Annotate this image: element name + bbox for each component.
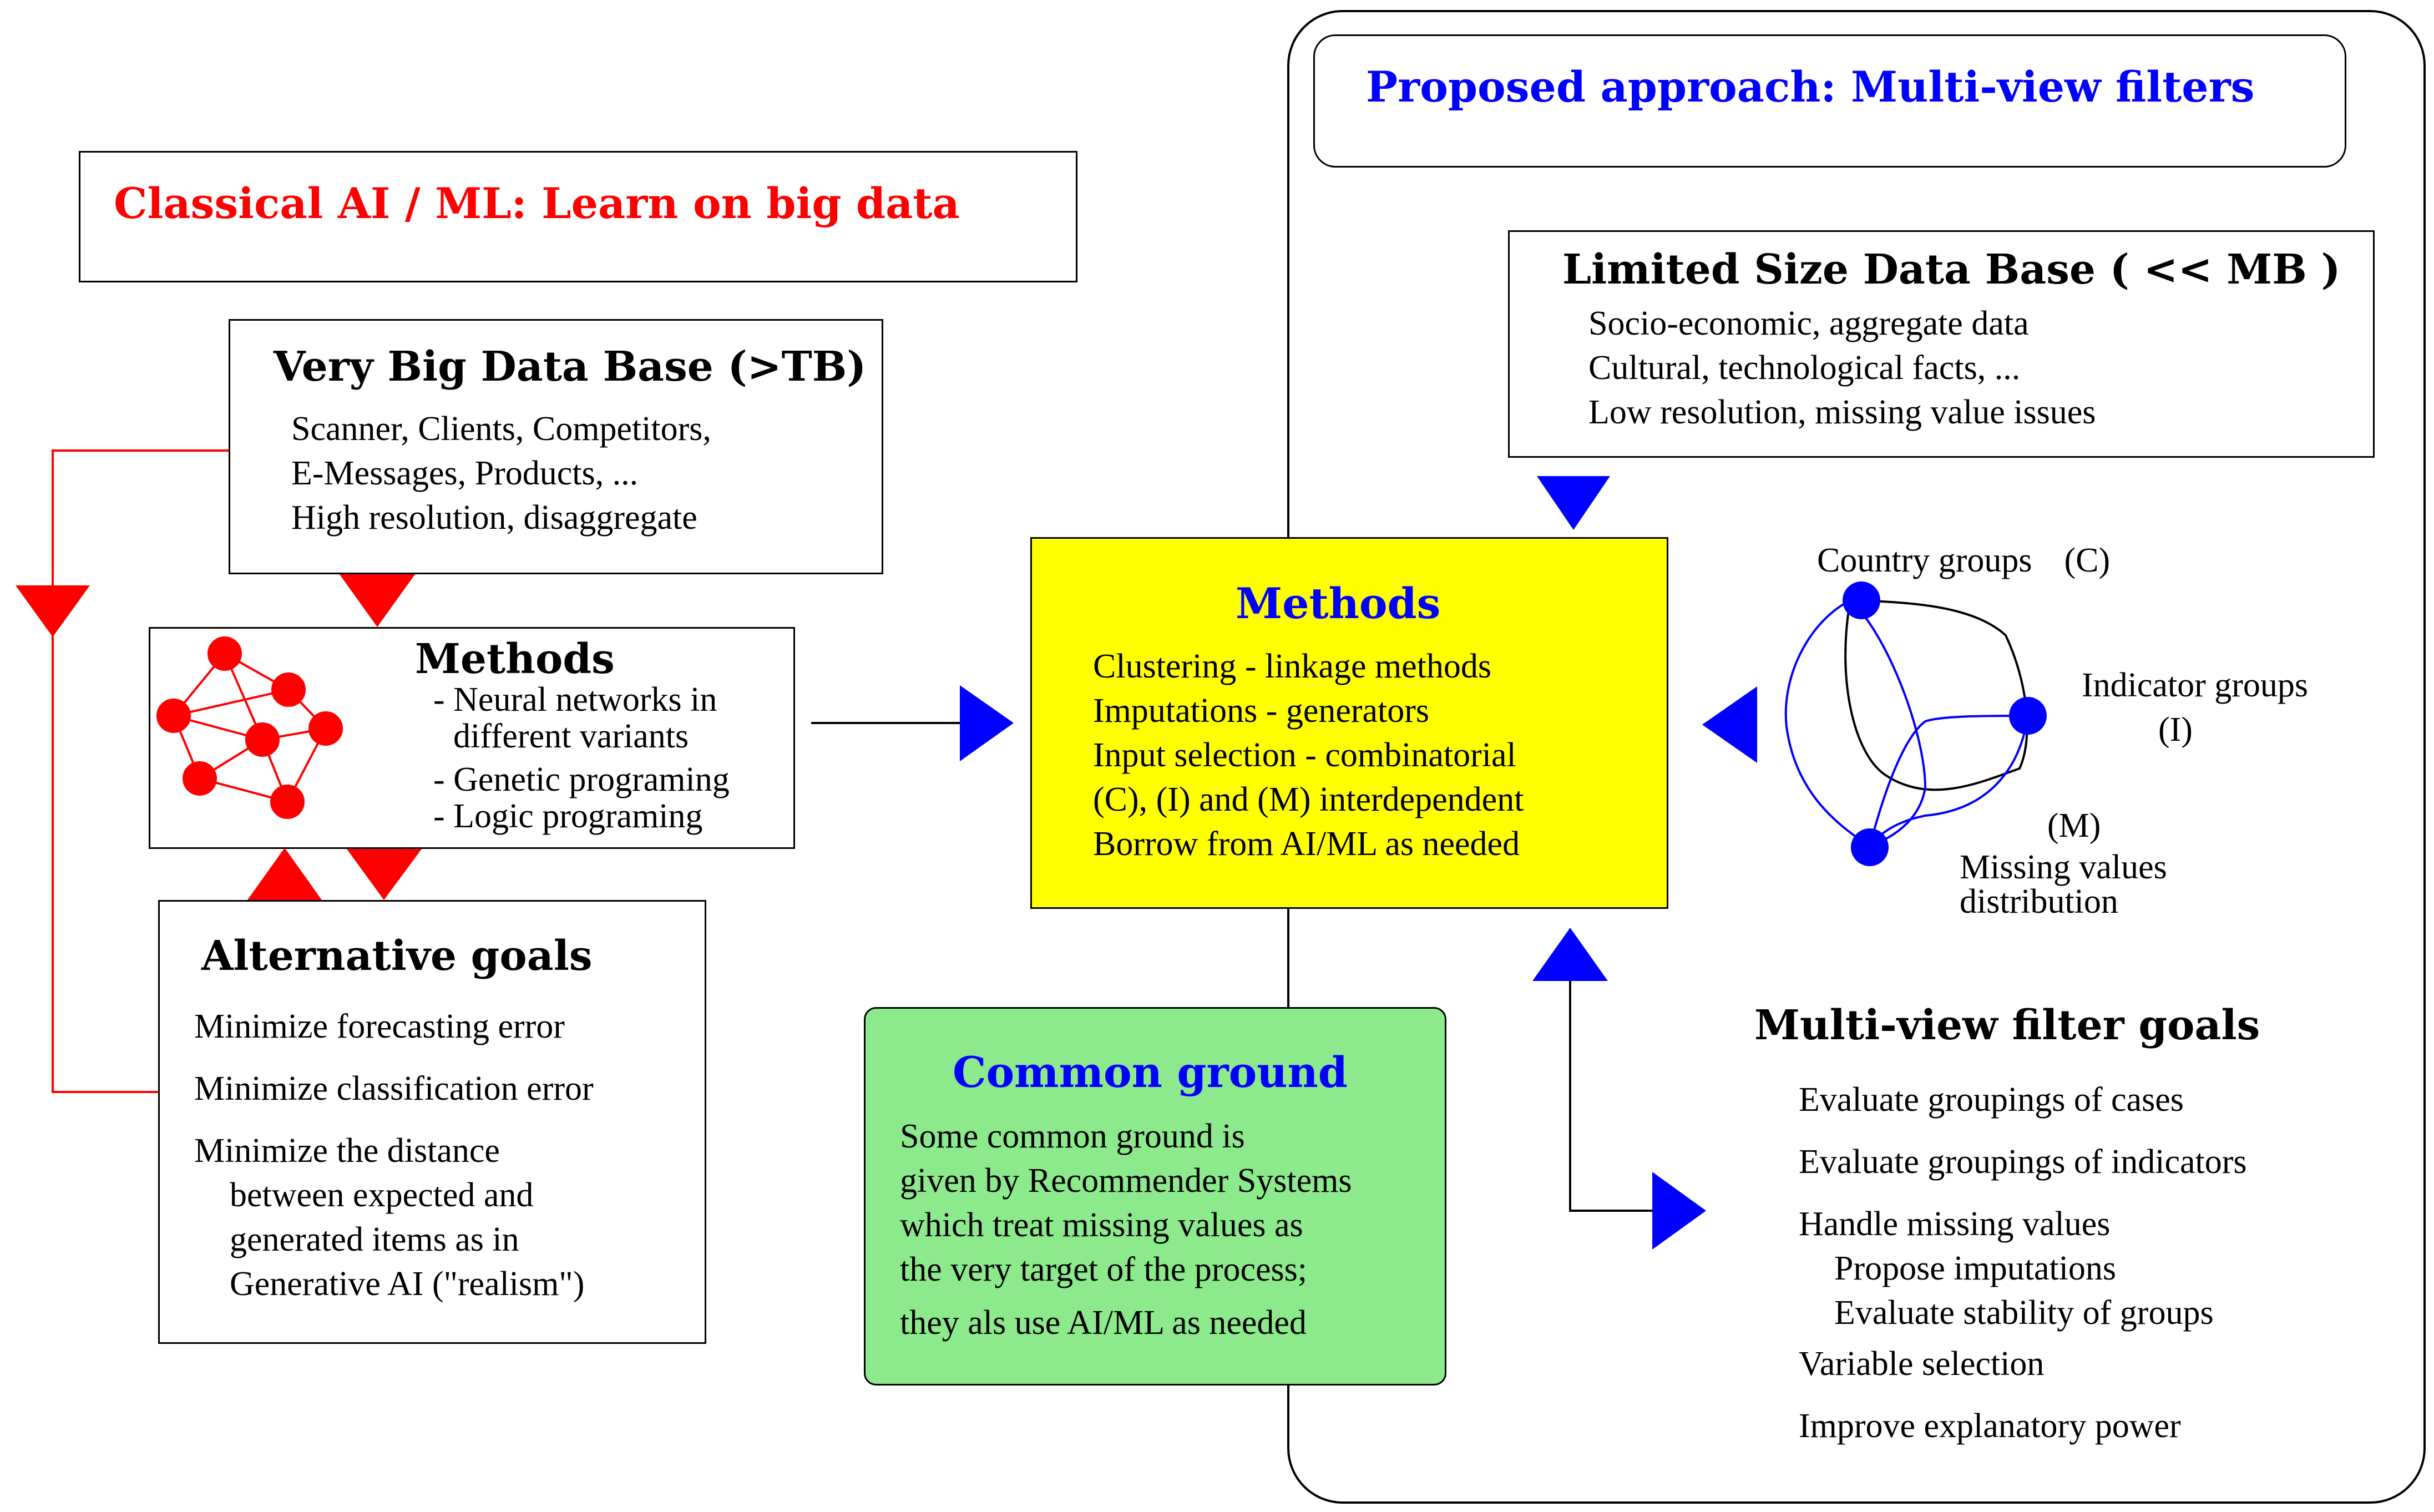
center-methods-box: Methods Clustering - linkage methods Imp… [1030, 537, 1668, 909]
common-ground-line: Some common ground is [900, 1117, 1245, 1155]
common-ground-line: the very target of the process; [900, 1251, 1307, 1288]
indicator-node [2009, 697, 2047, 735]
filter-goals-title: Multi-view filter goals [1754, 1002, 2260, 1049]
center-methods-item: (C), (I) and (M) interdependent [1093, 781, 1524, 818]
filter-goals-item: Variable selection [1799, 1345, 2045, 1383]
left-methods-list: - Neural networks in different variants … [433, 681, 730, 835]
proposed-approach-title: Proposed approach: Multi-view filters [1366, 62, 2255, 112]
classical-ai-title: Classical AI / ML: Learn on big data [114, 179, 960, 228]
red-up-arrow-icon [247, 848, 322, 900]
limited-database-line: Low resolution, missing value issues [1588, 393, 2096, 431]
graph-nodes [1843, 581, 2047, 866]
filter-goals-item: Evaluate groupings of indicators [1799, 1143, 2247, 1181]
indicator-groups-label: Indicator groups [2082, 666, 2309, 704]
red-feedback-line [52, 449, 229, 1093]
country-groups-label: Country groups (C) [1817, 538, 2110, 583]
alternative-goals-list: Minimize forecasting error Minimize clas… [194, 1004, 594, 1306]
common-ground-line: they als use AI/ML as needed [900, 1304, 1307, 1342]
alternative-goals-item: generated items as in [230, 1221, 519, 1258]
red-down-arrow-icon [340, 574, 415, 627]
left-methods-title: Methods [415, 635, 615, 683]
limited-database-description: Socio-economic, aggregate data Cultural,… [1588, 301, 2096, 434]
graph-edge [1869, 715, 2029, 847]
big-database-title: Very Big Data Base (>TB) [274, 343, 867, 391]
common-ground-line: which treat missing values as [900, 1206, 1303, 1244]
limited-database-line: Cultural, technological facts, ... [1588, 349, 2021, 387]
graph-edge [1784, 599, 1871, 847]
center-methods-list: Clustering - linkage methods Imputations… [1093, 644, 1524, 866]
left-methods-item: different variants [453, 717, 689, 755]
blue-up-arrow-icon [1532, 928, 1608, 981]
alternative-goals-item: Minimize forecasting error [194, 1008, 565, 1045]
red-down-arrow-icon [16, 585, 90, 637]
filter-goals-item: Propose imputations [1834, 1250, 2117, 1287]
left-methods-item: - Neural networks in [433, 681, 717, 719]
common-ground-box: Common ground Some common ground is give… [864, 1007, 1446, 1385]
center-methods-item: Borrow from AI/ML as needed [1093, 825, 1520, 863]
indicator-groups-code: (I) [2158, 711, 2193, 749]
alternative-goals-item: Generative AI ("realism") [230, 1265, 585, 1303]
big-database-description: Scanner, Clients, Competitors, E-Message… [291, 407, 711, 540]
alternative-goals-item: between expected and [230, 1176, 534, 1214]
graph-edge [1869, 715, 2028, 847]
limited-database-title: Limited Size Data Base ( << MB ) [1562, 246, 2341, 294]
alternative-goals-box: Alternative goals Minimize forecasting e… [158, 900, 706, 1344]
filter-goals-item: Evaluate stability of groups [1834, 1294, 2214, 1332]
filter-goals-list: Evaluate groupings of cases Evaluate gro… [1799, 1078, 2247, 1448]
blue-left-arrow-icon [1702, 686, 1757, 763]
alternative-goals-title: Alternative goals [201, 932, 593, 980]
missing-values-line: Missing values [1960, 848, 2167, 886]
red-down-arrow-icon [347, 849, 422, 900]
limited-database-box: Limited Size Data Base ( << MB ) Socio-e… [1508, 230, 2375, 458]
country-groups-code: (C) [2064, 542, 2111, 579]
graph-edge [1849, 599, 1927, 847]
blue-right-arrow-icon [960, 685, 1014, 761]
missing-values-code: (M) [2047, 807, 2101, 845]
big-database-line: Scanner, Clients, Competitors, [291, 410, 711, 448]
missing-values-line: distribution [1960, 883, 2118, 921]
center-methods-item: Imputations - generators [1093, 692, 1430, 730]
alternative-goals-item: Minimize classification error [194, 1070, 594, 1108]
common-ground-line: given by Recommender Systems [900, 1162, 1352, 1200]
big-database-box: Very Big Data Base (>TB) Scanner, Client… [229, 319, 883, 574]
proposed-approach-title-box [1313, 34, 2346, 168]
left-methods-box: Methods - Neural networks in different v… [149, 627, 795, 849]
left-methods-item: - Genetic programing [433, 761, 730, 798]
big-database-line: E-Messages, Products, ... [291, 454, 639, 492]
multi-view-graph-icon [1784, 599, 2029, 847]
center-methods-item: Clustering - linkage methods [1093, 648, 1492, 685]
blue-down-arrow-icon [1537, 476, 1610, 530]
filter-goals-item: Handle missing values [1799, 1205, 2111, 1243]
left-methods-item: - Logic programing [433, 797, 703, 835]
classical-ai-title-box [79, 151, 1077, 282]
neural-network-icon [156, 636, 343, 819]
methods-goals-line [1569, 981, 1652, 1212]
country-groups-text: Country groups [1817, 542, 2032, 579]
center-methods-title: Methods [1236, 579, 1441, 628]
missing-values-label: Missing values distribution [1960, 850, 2167, 919]
graph-edge [1844, 599, 2028, 791]
filter-goals-item: Evaluate groupings of cases [1799, 1081, 2184, 1119]
big-database-line: High resolution, disaggregate [291, 499, 697, 537]
common-ground-text: Some common ground is given by Recommend… [900, 1114, 1352, 1345]
country-node [1843, 581, 1880, 619]
limited-database-line: Socio-economic, aggregate data [1588, 305, 2029, 342]
center-methods-item: Input selection - combinatorial [1093, 736, 1516, 774]
filter-goals-item: Improve explanatory power [1799, 1407, 2181, 1445]
blue-right-arrow-icon [1652, 1172, 1706, 1250]
alternative-goals-item: Minimize the distance [194, 1132, 500, 1170]
missing-node [1851, 828, 1889, 866]
common-ground-title: Common ground [953, 1048, 1348, 1097]
